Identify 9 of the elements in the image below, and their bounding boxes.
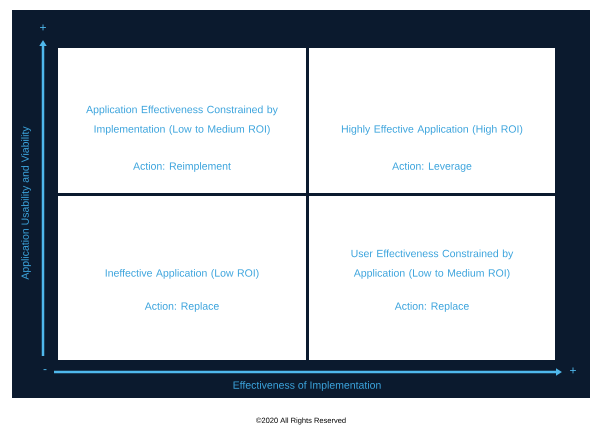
quadrant-box: Ineffective Application (Low ROI) Action: Replace [58, 196, 306, 360]
plus-sign: + [570, 368, 576, 374]
quadrant-box: Highly Effective Application (High ROI) Action: Leverage [309, 48, 555, 193]
minus-sign: - [44, 369, 46, 370]
axis-label: Effectiveness of Implementation [234, 381, 381, 391]
axis-label: Application Usability and Viability [21, 126, 31, 280]
plus-sign: + [40, 24, 46, 30]
quadrant-box: Application Effectiveness Constrained by Implementation (Low to Medium ROI) Action: Reimplement [58, 48, 306, 193]
quadrant-box: User Effectiveness Constrained by Application (Low to Medium ROI) Action: Replace [309, 196, 555, 360]
